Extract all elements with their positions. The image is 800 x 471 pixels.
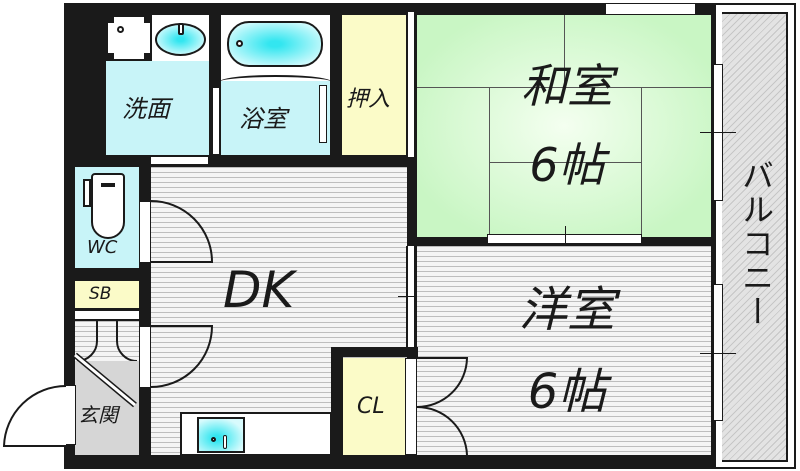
western-room-balcony-window[interactable] xyxy=(713,284,723,421)
closet-door[interactable] xyxy=(405,358,417,455)
room-bathroom: 浴室 xyxy=(219,15,332,155)
closet-door-swing xyxy=(416,357,469,456)
dk-western-sliding-door[interactable] xyxy=(406,246,416,351)
toilet-icon xyxy=(91,173,125,239)
room-closet: CL xyxy=(343,358,405,455)
entrance-door-swing xyxy=(150,325,214,388)
front-door-swing xyxy=(2,385,67,447)
balcony: バルコニー xyxy=(722,12,788,462)
entrance-diagonal-door xyxy=(73,352,137,408)
room-toilet: WC xyxy=(75,167,139,268)
oshiire-label: 押入 xyxy=(346,87,391,112)
toilet-door[interactable] xyxy=(139,201,151,263)
japanese-room-size: 6帖 xyxy=(529,138,605,192)
bath-faucet xyxy=(319,85,327,143)
entrance: 玄関 xyxy=(75,361,139,455)
room-western: 洋室 6帖 xyxy=(417,246,711,455)
shoe-box-label: SB xyxy=(89,284,112,304)
kitchen-counter xyxy=(180,412,332,456)
japanese-room-top-window[interactable] xyxy=(605,3,696,15)
oshiire-sliding-door[interactable] xyxy=(406,12,416,157)
bathroom-label: 浴室 xyxy=(239,105,287,133)
room-shoe-box: SB xyxy=(75,281,139,308)
bathroom-door[interactable] xyxy=(212,87,220,155)
bathtub-icon xyxy=(227,21,323,67)
japanese-room-sliding-door[interactable] xyxy=(487,234,642,244)
entrance-door[interactable] xyxy=(139,326,151,388)
room-washroom: 洗面 xyxy=(106,15,209,155)
balcony-label: バルコニー xyxy=(737,159,775,329)
kitchen-sink-icon xyxy=(197,417,245,453)
wash-basin-icon xyxy=(155,23,206,56)
closet-label: CL xyxy=(357,394,385,419)
japanese-room-label: 和室 xyxy=(521,59,613,113)
toilet-label: WC xyxy=(87,237,118,258)
room-japanese: 和室 6帖 xyxy=(417,15,711,237)
washroom-door[interactable] xyxy=(150,156,209,165)
dining-kitchen-label: DK xyxy=(223,261,295,319)
washroom-label: 洗面 xyxy=(122,95,170,123)
entrance-label: 玄関 xyxy=(78,403,118,427)
washing-machine-icon xyxy=(106,15,152,61)
western-room-label: 洋室 xyxy=(518,282,615,338)
western-room-size: 6帖 xyxy=(527,364,607,420)
room-oshiire: 押入 xyxy=(342,15,406,155)
toilet-door-swing xyxy=(150,200,214,263)
